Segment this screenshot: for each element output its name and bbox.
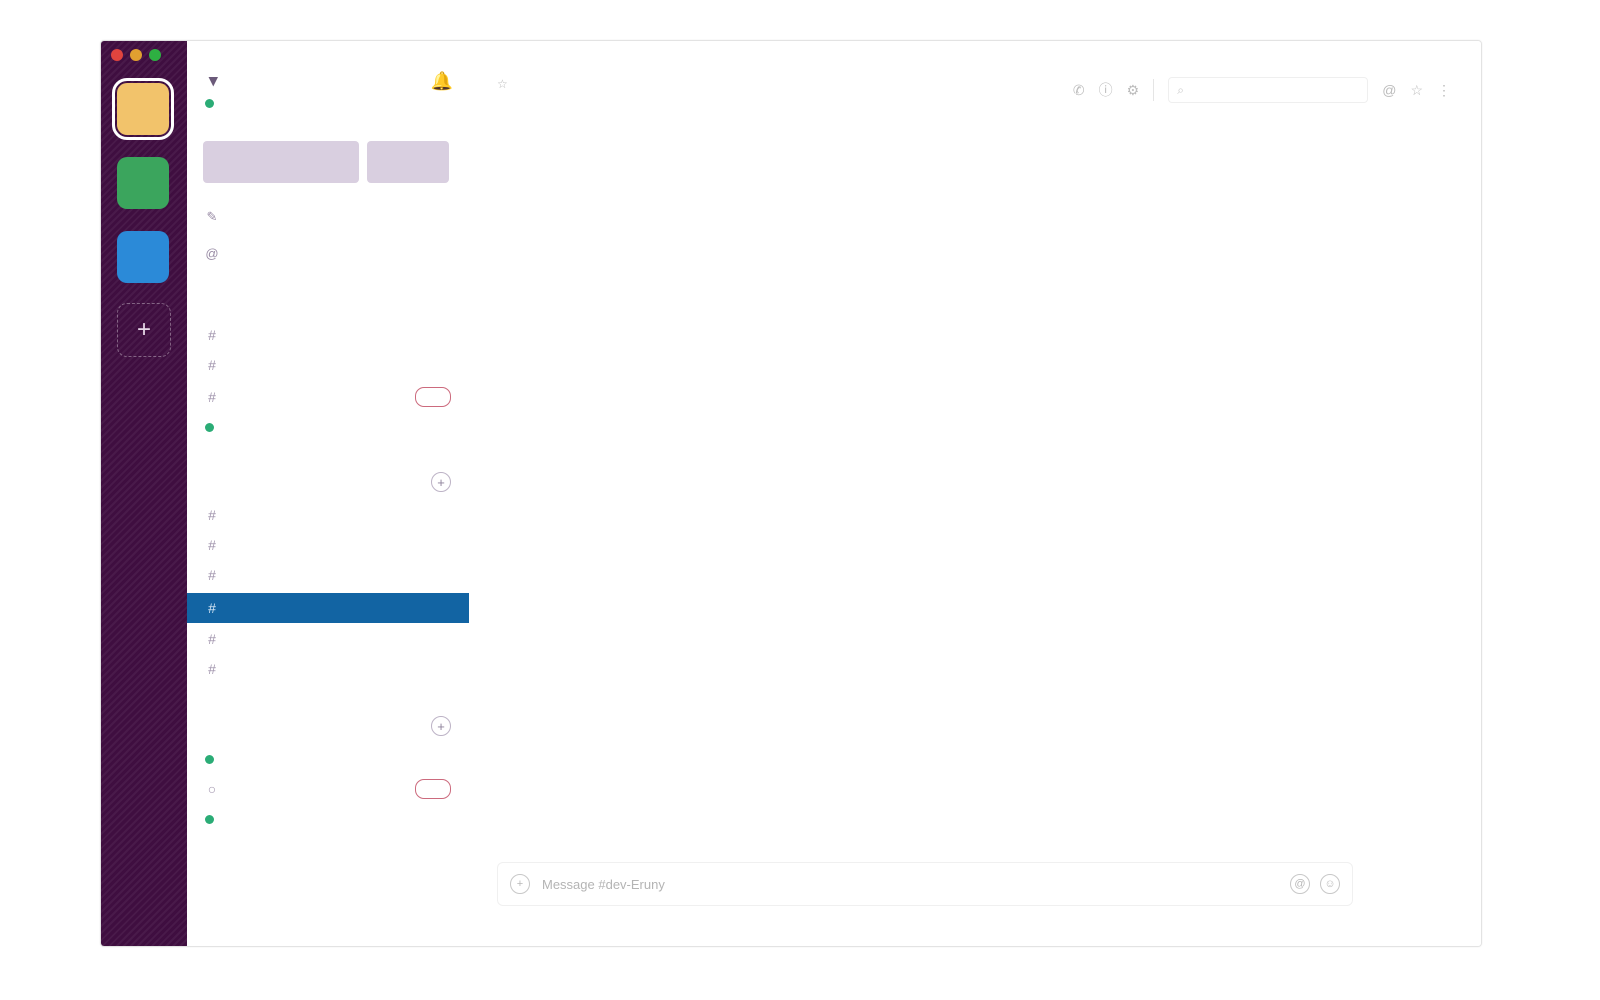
bell-icon[interactable]: 🔔 [430,71,453,91]
hash-icon: # [208,389,216,405]
section-header-1[interactable] [205,289,451,311]
attach-icon[interactable]: + [510,874,530,894]
dm-item[interactable] [205,807,451,831]
add-direct-message-icon[interactable]: + [431,716,451,736]
workspace-icon-2[interactable] [117,157,169,209]
workspace-header[interactable]: ▾ 🔔 [205,71,453,131]
dm-item[interactable]: ○ [205,777,451,801]
workspace-rail: + [101,41,187,946]
message-composer[interactable]: + Message #dev-Eruny @ ☺ [497,862,1353,906]
channel-item[interactable]: # [205,353,451,377]
hash-icon: # [208,357,216,373]
sidebar-tile-1[interactable] [203,141,359,183]
toolbar-divider [1153,79,1155,101]
channel-item[interactable]: # [205,323,451,347]
app-window: + ▾ 🔔 ✎ @ [100,40,1482,947]
channel-topic: ☆ [497,77,1451,91]
unread-badge [415,779,451,799]
window-controls [111,49,161,61]
hash-icon: # [208,327,216,343]
mention-icon[interactable]: @ [1290,874,1310,894]
edit-icon: ✎ [206,209,218,224]
nav-item-threads[interactable]: ✎ [205,205,451,229]
at-sign-icon[interactable]: @ [1382,82,1397,98]
chevron-down-icon: ▾ [209,71,218,90]
composer-placeholder: Message #dev-Eruny [542,876,665,892]
online-status-icon [205,99,214,108]
channel-header: ☆ ✆ ⓘ ⚙ ⌕ @ ☆ ⋮ [497,71,1451,121]
phone-icon[interactable]: ✆ [1072,81,1085,98]
hash-icon: # [208,600,216,616]
current-user [205,99,453,108]
hash-icon: # [208,661,216,677]
section-header-3[interactable]: + [205,715,451,737]
sidebar-tiles [203,141,449,183]
search-input[interactable]: ⌕ [1168,77,1369,103]
online-status-icon [205,814,214,824]
hash-icon: # [208,537,216,553]
channel-sidebar: ▾ 🔔 ✎ @ # # [187,41,470,946]
gear-icon[interactable]: ⚙ [1126,81,1140,98]
minimize-window-button[interactable] [130,49,142,61]
workspace-name[interactable]: ▾ [205,71,453,91]
hash-icon: # [208,567,216,583]
at-sign-icon: @ [205,245,219,261]
nav-item-mentions[interactable]: @ [205,241,451,265]
info-icon[interactable]: ⓘ [1098,82,1113,98]
away-status-icon: ○ [207,781,217,797]
emoji-icon[interactable]: ☺ [1320,874,1340,894]
channel-item[interactable] [205,415,451,439]
workspace-icon-3[interactable] [117,231,169,283]
star-icon[interactable]: ☆ [1410,81,1423,98]
channel-item[interactable]: # [205,563,451,587]
add-workspace-button[interactable]: + [117,303,171,357]
header-toolbar: ✆ ⓘ ⚙ ⌕ @ ☆ ⋮ [1073,77,1451,103]
sidebar-tile-2[interactable] [367,141,449,183]
section-header-2[interactable]: + [205,471,451,493]
close-window-button[interactable] [111,49,123,61]
channel-item[interactable]: # [205,533,451,557]
search-icon: ⌕ [1177,82,1184,97]
add-channel-icon[interactable]: + [431,472,451,492]
zoom-window-button[interactable] [149,49,161,61]
main-pane: ☆ ✆ ⓘ ⚙ ⌕ @ ☆ ⋮ + Message #dev-Eruny [469,41,1481,946]
dm-item[interactable] [205,747,451,771]
channel-item-selected[interactable]: # [187,593,469,623]
channel-item[interactable]: # [205,657,451,681]
composer-tools: @ ☺ [1290,874,1340,894]
workspace-icon-1[interactable] [112,78,174,140]
hash-icon: # [208,631,216,647]
hash-icon: # [208,507,216,523]
channel-item[interactable]: # [205,385,451,409]
channel-item[interactable]: # [205,627,451,651]
more-icon[interactable]: ⋮ [1437,81,1451,98]
star-icon[interactable]: ☆ [497,77,508,91]
online-status-icon [205,754,214,764]
unread-badge [415,387,451,407]
channel-item[interactable]: # [205,503,451,527]
online-status-icon [205,422,214,432]
